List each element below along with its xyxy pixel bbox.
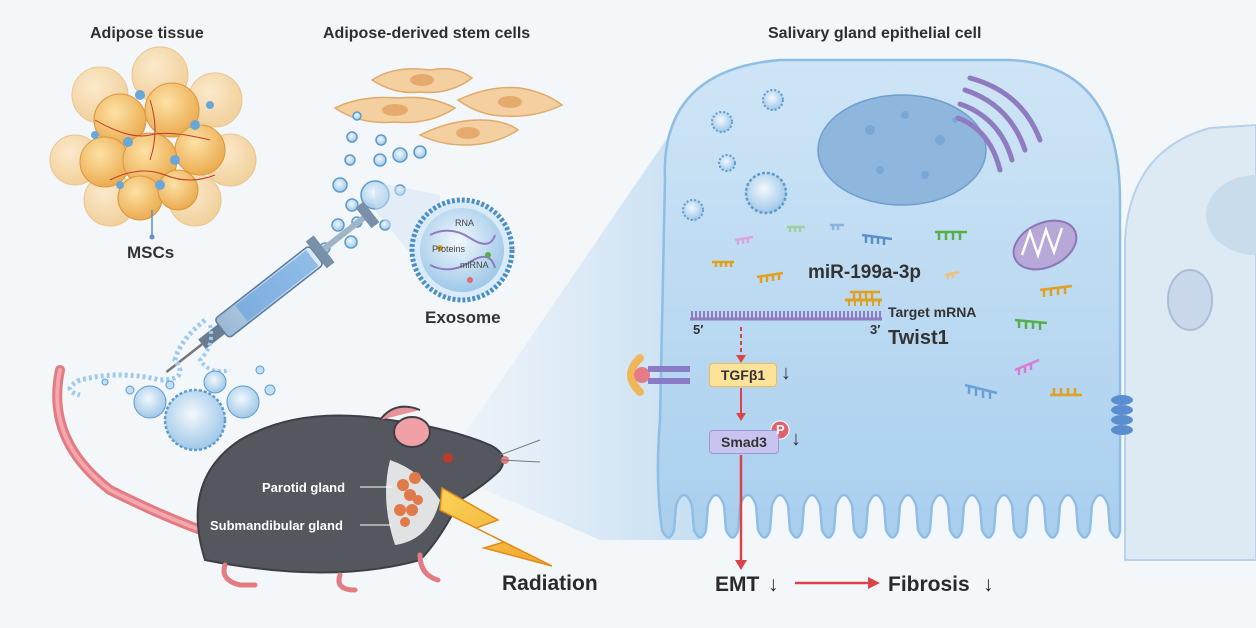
tgfb1-box: TGFβ1 bbox=[709, 363, 777, 387]
emt-down-arrow: ↓ bbox=[768, 573, 779, 596]
exosome-uptake-beam bbox=[440, 90, 700, 540]
adipose-tissue-cluster bbox=[49, 46, 257, 227]
cell-junction bbox=[1111, 395, 1133, 435]
neighbor-nucleus bbox=[1206, 175, 1256, 255]
exosome-mirna-label: miRNA bbox=[460, 260, 489, 270]
radiation-label: Radiation bbox=[502, 572, 598, 595]
exosome-rna-label: RNA bbox=[455, 218, 475, 228]
mir-label: miR-199a-3p bbox=[808, 262, 921, 283]
heading-adipose-stem-cells: Adipose-derived stem cells bbox=[323, 25, 531, 42]
cell-exosomes bbox=[682, 89, 788, 221]
mitochondrion bbox=[1012, 219, 1078, 271]
emt-label: EMT bbox=[715, 573, 760, 596]
three-prime-label: 3′ bbox=[870, 322, 881, 337]
nucleus bbox=[817, 94, 987, 206]
target-mrna-label: Target mRNA bbox=[888, 304, 977, 320]
exosome-label: Exosome bbox=[425, 308, 501, 327]
heading-salivary-cell: Salivary gland epithelial cell bbox=[768, 25, 982, 42]
pathway-arrows bbox=[735, 327, 880, 589]
syringe bbox=[165, 201, 380, 373]
heading-adipose-tissue: Adipose tissue bbox=[90, 25, 204, 42]
smad3-down-arrow: ↓ bbox=[791, 428, 801, 450]
target-mrna-strand bbox=[690, 298, 882, 321]
adipose-stem-cells bbox=[333, 67, 564, 146]
tgfb1-down-arrow: ↓ bbox=[781, 362, 791, 384]
parotid-gland-label: Parotid gland bbox=[262, 480, 346, 495]
fibrosis-label: Fibrosis bbox=[888, 573, 970, 596]
exosome-protein-label: Proteins bbox=[432, 244, 466, 254]
injected-exosome-stream bbox=[67, 318, 276, 452]
twist1-label: Twist1 bbox=[888, 327, 949, 349]
mirna-molecules bbox=[712, 223, 1082, 399]
mscs-label: MSCs bbox=[127, 243, 175, 262]
tgfb-receptor bbox=[627, 354, 690, 396]
fibrosis-down-arrow: ↓ bbox=[983, 573, 994, 596]
five-prime-label: 5′ bbox=[693, 322, 704, 337]
submandibular-gland-label: Submandibular gland bbox=[210, 518, 343, 533]
golgi-apparatus bbox=[955, 75, 1043, 173]
smad3-box: Smad3 bbox=[709, 430, 779, 454]
exosome-detail bbox=[409, 197, 515, 303]
neighbor-mitochondrion bbox=[1167, 269, 1213, 331]
mouse bbox=[52, 365, 541, 593]
radiation-bolt bbox=[439, 486, 553, 567]
phospho-label: P bbox=[776, 422, 785, 437]
